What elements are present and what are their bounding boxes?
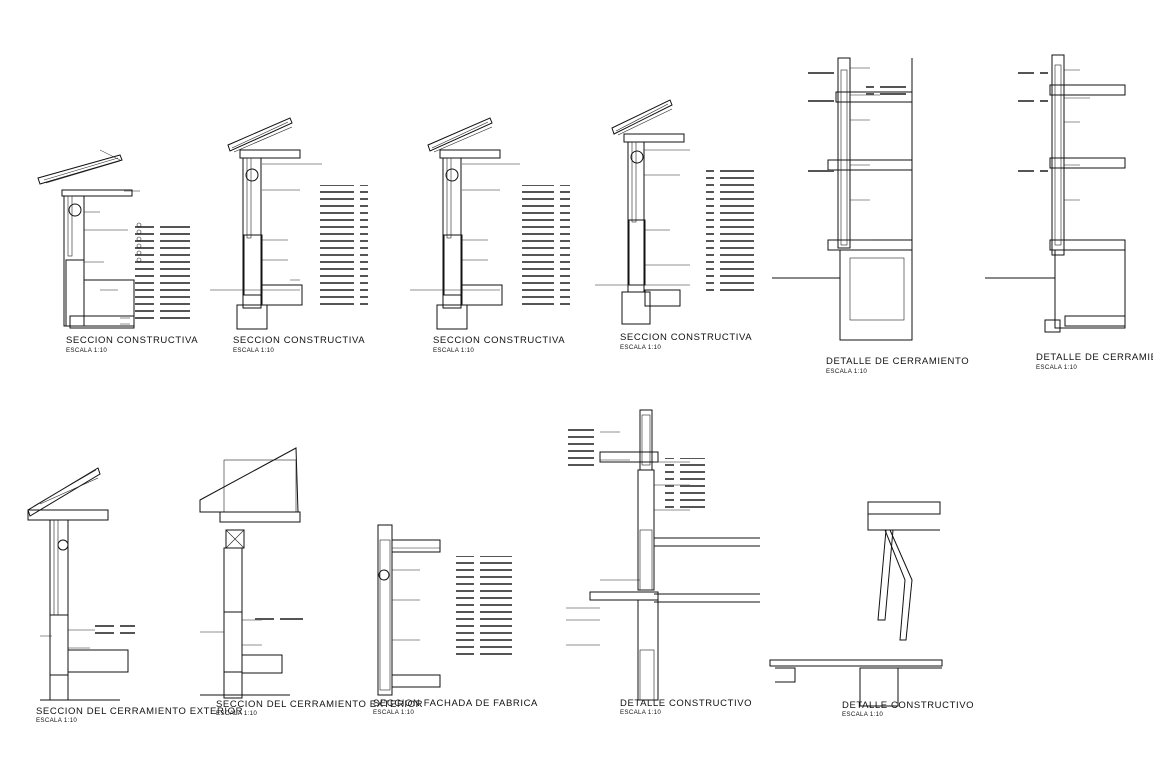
detail-1-title: SECCION CONSTRUCTIVA (66, 335, 198, 346)
detail-3-title: SECCION CONSTRUCTIVA (433, 335, 565, 346)
detail-cerramiento-1: DETALLE DE CERRAMIENTO ESCALA 1:10 (772, 57, 969, 375)
detail-10-title: DETALLE CONSTRUCTIVO (620, 698, 752, 709)
detail-9-scale: ESCALA 1:10 (373, 709, 414, 716)
detail-section-2: SECCION CONSTRUCTIVA ESCALA 1:10 (210, 117, 368, 354)
detail-fachada-fabrica: SECCION FACHADA DE FABRICA ESCALA 1:10 (373, 524, 538, 716)
detail-6-title: DETALLE DE CERRAMIENTO (1036, 352, 1153, 363)
detail-9-title: SECCION FACHADA DE FABRICA (373, 698, 538, 709)
detail-section-3: SECCION CONSTRUCTIVA ESCALA 1:10 (410, 117, 570, 354)
detail-constructivo-2: DETALLE CONSTRUCTIVO ESCALA 1:10 (769, 501, 974, 718)
detail-cerramiento-exterior-1: SECCION DEL CERRAMIENTO EXTERIOR ESCALA … (27, 467, 243, 724)
detail-2-scale: ESCALA 1:10 (233, 347, 274, 354)
detail-section-4: SECCION CONSTRUCTIVA ESCALA 1:10 (595, 99, 754, 351)
detail-8-scale: ESCALA 1:10 (216, 710, 257, 717)
detail-7-title: SECCION DEL CERRAMIENTO EXTERIOR (36, 706, 243, 717)
detail-cerramiento-2: DETALLE DE CERRAMIENTO ESCALA 1:10 (985, 54, 1153, 371)
detail-constructivo-1: DETALLE CONSTRUCTIVO ESCALA 1:10 (566, 409, 760, 716)
detail-2-title: SECCION CONSTRUCTIVA (233, 335, 365, 346)
detail-7-scale: ESCALA 1:10 (36, 717, 77, 724)
detail-4-title: SECCION CONSTRUCTIVA (620, 332, 752, 343)
detail-5-scale: ESCALA 1:10 (826, 368, 867, 375)
detail-11-title: DETALLE CONSTRUCTIVO (842, 700, 974, 711)
detail-11-scale: ESCALA 1:10 (842, 711, 883, 718)
detail-3-scale: ESCALA 1:10 (433, 347, 474, 354)
detail-section-1: SECCION CONSTRUCTIVA ESCALA 1:10 (37, 149, 198, 354)
detail-1-scale: ESCALA 1:10 (66, 347, 107, 354)
detail-5-title: DETALLE DE CERRAMIENTO (826, 356, 969, 367)
detail-cerramiento-exterior-2: SECCION DEL CERRAMIENTO EXTERIOR ESCALA … (199, 447, 423, 717)
detail-8-title: SECCION DEL CERRAMIENTO EXTERIOR (216, 699, 423, 710)
detail-4-scale: ESCALA 1:10 (620, 344, 661, 351)
detail-10-scale: ESCALA 1:10 (620, 709, 661, 716)
detail-6-scale: ESCALA 1:10 (1036, 364, 1077, 371)
